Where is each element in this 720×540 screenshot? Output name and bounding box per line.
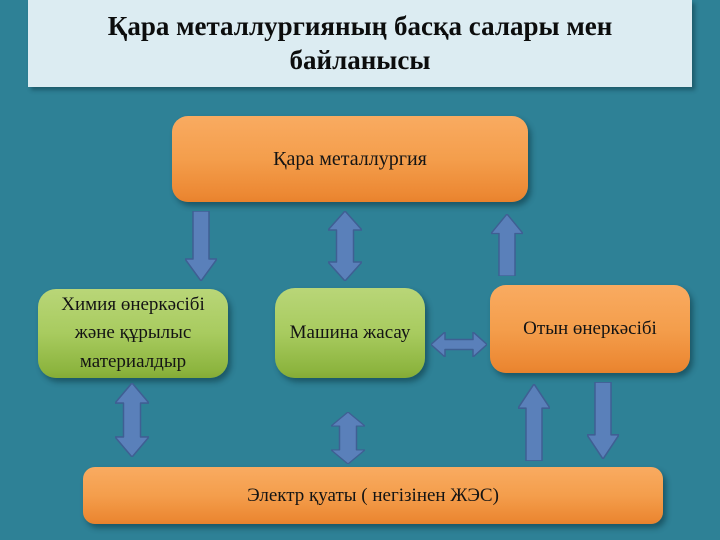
arrow-double-horizontal-icon <box>431 332 487 357</box>
slide-title-box: Қара металлургияның басқа салары мен бай… <box>28 0 692 87</box>
arrow-down-icon <box>587 382 619 459</box>
arrow-up-icon <box>491 214 523 276</box>
node-chemistry: Химия өнеркәсібі және құрылыс материалды… <box>38 289 228 378</box>
arrow-up-icon <box>518 384 550 461</box>
arrow-down-icon <box>185 211 217 281</box>
node-fuel-label: Отын өнеркәсібі <box>523 318 657 339</box>
node-metallurgy-label: Қара металлургия <box>273 147 427 170</box>
node-electricity-label: Электр қуаты ( негізінен ЖЭС) <box>247 484 499 506</box>
node-chemistry-label: Химия өнеркәсібі және құрылыс материалды… <box>61 293 205 372</box>
node-machinery: Машина жасау <box>275 288 425 378</box>
arrow-double-vertical-icon <box>115 383 149 457</box>
arrow-double-vertical-icon <box>328 211 362 281</box>
node-metallurgy: Қара металлургия <box>172 116 528 202</box>
arrow-double-vertical-icon <box>331 412 365 464</box>
slide-title: Қара металлургияның басқа салары мен бай… <box>107 10 613 75</box>
node-fuel: Отын өнеркәсібі <box>490 285 690 373</box>
node-electricity: Электр қуаты ( негізінен ЖЭС) <box>83 467 663 524</box>
node-machinery-label: Машина жасау <box>289 322 411 343</box>
